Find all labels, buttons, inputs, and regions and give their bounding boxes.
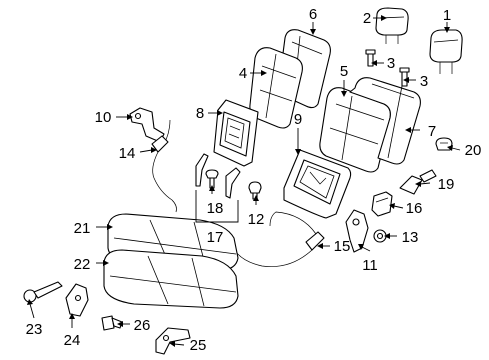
armrest-frame — [283, 149, 352, 219]
callout-12: 12 — [248, 211, 265, 228]
callout-4: 4 — [239, 65, 247, 82]
callout-20: 20 — [465, 142, 482, 159]
callout-21: 21 — [74, 220, 91, 237]
callout-14: 14 — [119, 145, 136, 162]
belt-buckle — [399, 169, 437, 195]
headrest-guide-a — [365, 49, 376, 67]
callout-8: 8 — [196, 105, 204, 122]
release-cable-center — [235, 211, 325, 267]
release-cable-left — [151, 119, 177, 213]
headrest-guide-b — [399, 67, 410, 87]
callout-23: 23 — [26, 321, 43, 338]
clip-26 — [101, 315, 123, 331]
callout-15: 15 — [334, 238, 351, 255]
seat-cushion-pad — [103, 249, 239, 309]
callout-3b: 3 — [420, 73, 428, 90]
callout-6: 6 — [309, 6, 317, 23]
callout-13: 13 — [402, 229, 419, 246]
striker-16 — [371, 191, 393, 217]
callout-18: 18 — [207, 200, 224, 217]
headrest-right — [429, 29, 463, 74]
seat-bracket-left — [195, 153, 209, 187]
seat-bracket-right — [225, 167, 241, 199]
clip-12 — [248, 181, 262, 200]
bolt-18 — [205, 169, 219, 189]
backrest-pad-center — [319, 87, 391, 173]
latch-bracket — [345, 209, 369, 253]
backrest-pad-right — [349, 77, 421, 165]
headrest-left — [375, 7, 409, 44]
leader-lines — [27, 15, 461, 347]
callout-22: 22 — [74, 256, 91, 273]
callout-7: 7 — [428, 123, 436, 140]
callout-3a: 3 — [387, 55, 395, 72]
callout-1: 1 — [443, 7, 451, 24]
bracket-24 — [65, 283, 89, 317]
hook-23 — [23, 281, 63, 303]
callout-19: 19 — [438, 176, 455, 193]
callout-2: 2 — [363, 10, 371, 27]
callout-9: 9 — [294, 111, 302, 128]
callout-10: 10 — [95, 109, 112, 126]
callout-5: 5 — [340, 63, 348, 80]
callout-25: 25 — [190, 337, 207, 354]
callout-11: 11 — [362, 257, 378, 274]
callout-26: 26 — [134, 317, 151, 334]
callout-24: 24 — [64, 332, 81, 349]
callout-16: 16 — [406, 200, 423, 217]
backrest-frame — [213, 99, 259, 167]
hinge-bracket — [129, 107, 165, 143]
callout-17: 17 — [207, 229, 224, 246]
hinge-25 — [155, 327, 191, 355]
